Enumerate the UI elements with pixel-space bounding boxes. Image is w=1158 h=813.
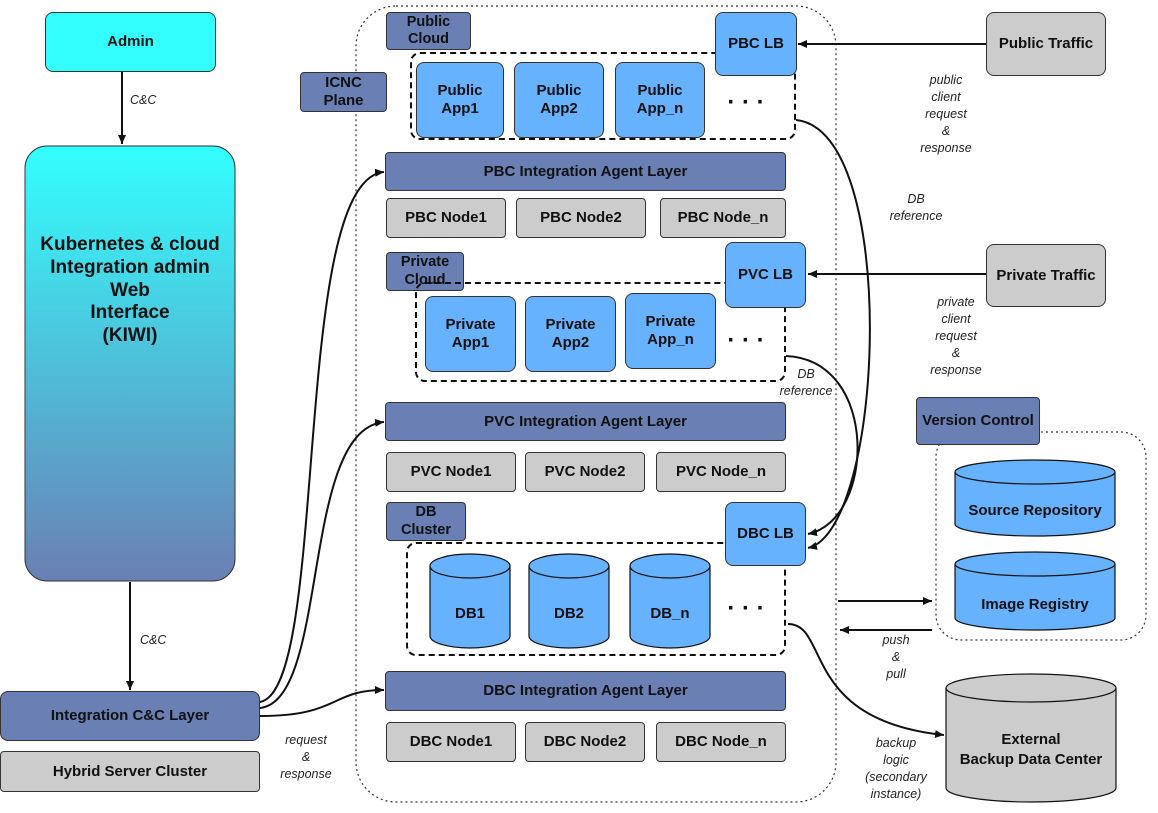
cc-label-bottom: C&C: [140, 633, 167, 647]
public-app-n[interactable]: Public App_n: [615, 62, 705, 138]
version-control-container: [935, 431, 1147, 641]
pvc-node-2[interactable]: PVC Node2: [525, 452, 645, 492]
source-repo-cylinder-top: [954, 459, 1116, 485]
public-request-label: public client request & response: [920, 73, 972, 155]
db-ellipsis: · · ·: [727, 594, 765, 622]
backup-arrow: [787, 623, 945, 739]
dbc-node-2[interactable]: DBC Node2: [525, 722, 645, 762]
pvc-lb[interactable]: PVC LB: [725, 242, 806, 308]
pbc-node-n[interactable]: PBC Node_n: [660, 198, 786, 238]
private-app-ellipsis: · · ·: [727, 326, 765, 354]
cc-to-dbc-arrow: [259, 686, 385, 717]
image-registry-label[interactable]: Image Registry: [981, 596, 1089, 613]
public-app-ellipsis: · · ·: [727, 88, 765, 116]
cc-to-pvc-arrow: [259, 418, 385, 709]
pbc-node-1[interactable]: PBC Node1: [386, 198, 506, 238]
pbc-lb[interactable]: PBC LB: [715, 12, 797, 76]
cc-label-top: C&C: [130, 93, 157, 107]
source-repo-label[interactable]: Source Repository: [968, 502, 1102, 519]
db1-cylinder: [429, 566, 511, 649]
pvc-node-1[interactable]: PVC Node1: [386, 452, 516, 492]
public-app-2[interactable]: Public App2: [514, 62, 604, 138]
db1-label[interactable]: DB1: [454, 605, 485, 622]
private-request-label: private client request & response: [930, 295, 982, 377]
public-traffic-box[interactable]: Public Traffic: [986, 12, 1106, 76]
dbc-node-n[interactable]: DBC Node_n: [656, 722, 786, 762]
backup-logic-label: backup logic (secondary instance): [865, 736, 927, 801]
dbc-lb[interactable]: DBC LB: [725, 502, 806, 566]
dbn-cylinder-top: [629, 553, 711, 579]
admin-box[interactable]: Admin: [45, 12, 216, 72]
db-cluster-label: DB Cluster: [386, 502, 466, 541]
db-reference-label-2: DB reference: [779, 367, 833, 398]
image-registry-cylinder: [954, 564, 1116, 631]
integration-cc-layer[interactable]: Integration C&C Layer: [0, 691, 260, 741]
pbc-agent-layer[interactable]: PBC Integration Agent Layer: [385, 152, 786, 191]
pbc-node-2[interactable]: PBC Node2: [516, 198, 646, 238]
backup-cylinder: [945, 688, 1117, 803]
db2-cylinder: [528, 566, 610, 649]
pvc-node-n[interactable]: PVC Node_n: [656, 452, 786, 492]
hybrid-server-cluster[interactable]: Hybrid Server Cluster: [0, 751, 260, 792]
kiwi-box[interactable]: Kubernetes & cloud Integration admin Web…: [40, 234, 220, 347]
public-db-reference-arrow: [795, 119, 871, 550]
db-cylinders: [429, 553, 711, 649]
dbc-agent-layer[interactable]: DBC Integration Agent Layer: [385, 671, 786, 711]
image-registry-cylinder-top: [954, 551, 1116, 577]
backup-cylinder-top: [945, 673, 1117, 703]
dbc-node-1[interactable]: DBC Node1: [386, 722, 516, 762]
version-control-label: Version Control: [916, 397, 1040, 445]
db1-cylinder-top: [429, 553, 511, 579]
private-traffic-box[interactable]: Private Traffic: [986, 244, 1106, 307]
public-app-1[interactable]: Public App1: [416, 62, 504, 138]
backup-dc-label[interactable]: External Backup Data Center: [959, 731, 1103, 768]
db-group: [406, 542, 786, 656]
source-repo-cylinder: [954, 472, 1116, 537]
private-app-1[interactable]: Private App1: [425, 296, 516, 372]
private-app-2[interactable]: Private App2: [525, 296, 616, 372]
cc-to-pbc-arrow: [259, 168, 385, 703]
public-app-group: [410, 52, 796, 140]
icnc-container: [355, 5, 837, 803]
kiwi-box-bg: [24, 145, 236, 582]
dbn-cylinder: [629, 566, 711, 649]
private-db-reference-arrow: [785, 355, 859, 537]
public-cloud-label: Public Cloud: [386, 12, 471, 50]
db-reference-label-1: DB reference: [889, 192, 943, 223]
private-app-n[interactable]: Private App_n: [625, 293, 716, 369]
pvc-agent-layer[interactable]: PVC Integration Agent Layer: [385, 402, 786, 441]
dbn-label[interactable]: DB_n: [650, 605, 690, 622]
db2-label[interactable]: DB2: [553, 605, 584, 622]
icnc-plane-label: ICNC Plane: [300, 72, 387, 112]
private-app-group: [415, 282, 786, 382]
request-response-label: request & response: [280, 733, 332, 781]
db2-cylinder-top: [528, 553, 610, 579]
push-pull-label: push & pull: [882, 633, 910, 681]
